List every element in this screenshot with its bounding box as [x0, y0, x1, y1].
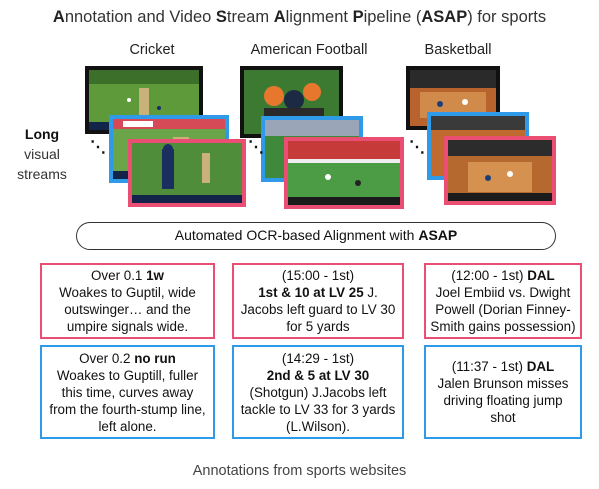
annotation-bold-text: DAL [527, 268, 555, 283]
annotation-text: left alone. [98, 418, 157, 434]
annotation-text: Jalen Brunson misses [437, 376, 569, 391]
annotation-line: Woakes to Guptill, fuller [57, 367, 198, 384]
annotation-text: (Shotgun) J.Jacobs left [249, 384, 387, 400]
annotation-text: Powell (Dorian Finney- [435, 302, 571, 317]
annotation-text: Jacobs left guard to LV 30 [240, 302, 396, 317]
sport-label-basketball: Basketball [424, 42, 492, 58]
annotation-text: (15:00 - 1st) [281, 268, 355, 283]
annotation-line: driving floating jump shot [429, 392, 577, 426]
annotation-line: for 5 yards [286, 318, 349, 335]
annotation-line: (L.Wilson). [286, 418, 350, 435]
basketball-frame-3 [444, 136, 556, 205]
annotation-line: Joel Embiid vs. Dwight [436, 284, 571, 301]
annotation-text: Over 0.2 [79, 350, 135, 366]
annotation-text: (11:37 - 1st) [451, 359, 527, 374]
asap-alignment-pill: Automated OCR-based Alignment with ASAP [76, 222, 556, 250]
annotation-text: (14:29 - 1st) [281, 350, 355, 366]
basketball-ellipsis: ⋱ [409, 139, 426, 156]
title-part: S [215, 8, 227, 26]
annotation-line: Over 0.1 1w [91, 267, 164, 284]
title-part: A [273, 8, 286, 26]
long-label-bold: Long [24, 126, 60, 142]
annotation-line: (12:00 - 1st) DAL [451, 267, 554, 284]
annotation-line: this time, curves away [62, 384, 194, 401]
annotation-line: Woakes to Guptil, wide [59, 284, 196, 301]
title-part: ASAP [421, 8, 468, 26]
annotation-text: (12:00 - 1st) [451, 268, 528, 283]
annotation-text: for 5 yards [286, 319, 350, 334]
annotation-line: from the fourth-stump line, [49, 401, 205, 418]
long-label-line: visual [24, 146, 60, 162]
annotation-line: Over 0.2 no run [79, 350, 176, 367]
annotation-line: outswinger… and the [64, 301, 191, 318]
annotation-text: this time, curves away [61, 384, 194, 400]
annotation-text: umpire signals wide. [66, 319, 189, 334]
annotation-football-1: (15:00 - 1st)1st & 10 at LV 25 J.Jacobs … [232, 263, 404, 339]
annotation-text: Woakes to Guptill, fuller [56, 367, 199, 383]
pill-bold-text: ASAP [418, 227, 458, 243]
annotation-bold-text: no run [134, 350, 176, 366]
title-part: P [352, 8, 364, 26]
diagram-title: Annotation and Video Stream Alignment Pi… [0, 8, 599, 27]
annotation-bold-text: 1w [146, 268, 164, 283]
sport-label-cricket: Cricket [129, 42, 175, 58]
title-part: ipeline ( [363, 8, 422, 26]
long-visual-streams-label: Long visual streams [6, 124, 78, 184]
annotation-line: (14:29 - 1st) [282, 350, 354, 367]
annotation-text: (L.Wilson). [286, 418, 350, 434]
annotation-text: Joel Embiid vs. Dwight [435, 285, 571, 300]
annotation-line: Smith gains possession) [430, 318, 575, 335]
title-part: A [52, 8, 65, 26]
annotation-line: tackle to LV 33 for 3 yards [241, 401, 396, 418]
annotation-text: Smith gains possession) [430, 319, 576, 334]
annotation-line: umpire signals wide. [67, 318, 188, 335]
annotation-text: tackle to LV 33 for 3 yards [240, 401, 396, 417]
title-part: tream [226, 8, 274, 26]
cricket-frame-3 [128, 139, 246, 207]
annotation-line: (15:00 - 1st) [282, 267, 354, 284]
annotation-line: (Shotgun) J.Jacobs left [250, 384, 387, 401]
annotation-line: 2nd & 5 at LV 30 [267, 367, 369, 384]
annotation-football-2: (14:29 - 1st)2nd & 5 at LV 30(Shotgun) J… [232, 345, 404, 439]
title-part: nnotation and Video [64, 8, 216, 26]
football-frame-3 [284, 137, 404, 209]
title-part: lignment [285, 8, 353, 26]
footer-caption: Annotations from sports websites [192, 463, 407, 479]
annotation-text: Over 0.1 [91, 268, 147, 283]
annotation-line: Jacobs left guard to LV 30 [241, 301, 396, 318]
annotation-text: Woakes to Guptil, wide [59, 285, 196, 300]
annotation-line: (11:37 - 1st) DAL [452, 358, 554, 375]
annotation-line: Jalen Brunson misses [438, 375, 569, 392]
sport-label-american-football: American Football [250, 42, 368, 58]
pill-text: Automated OCR-based Alignment with [174, 227, 419, 243]
annotation-text: J. [363, 285, 378, 300]
cricket-ellipsis: ⋱ [90, 139, 107, 156]
football-ellipsis: ⋱ [248, 139, 265, 156]
annotation-bold-text: 1st & 10 at LV 25 [258, 285, 364, 300]
long-label-line: streams [17, 166, 67, 182]
annotation-line: 1st & 10 at LV 25 J. [258, 284, 378, 301]
annotation-text: from the fourth-stump line, [49, 401, 206, 417]
annotation-text: outswinger… and the [64, 302, 191, 317]
annotation-line: Powell (Dorian Finney- [435, 301, 570, 318]
annotation-bold-text: 2nd & 5 at LV 30 [266, 367, 370, 383]
annotation-text: driving floating jump shot [443, 393, 563, 425]
annotation-line: left alone. [98, 418, 156, 435]
annotation-bold-text: DAL [526, 359, 555, 374]
title-part: ) for sports [467, 8, 547, 26]
